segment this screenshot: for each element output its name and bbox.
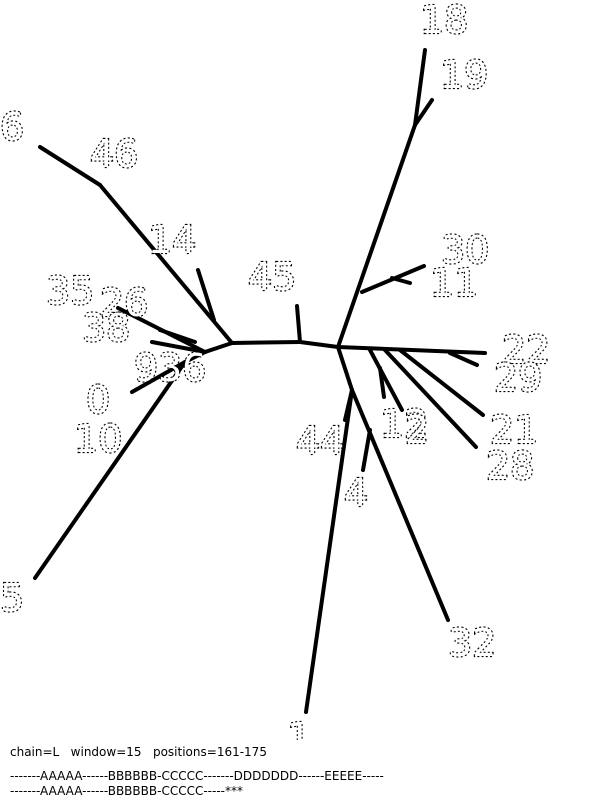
branch-internal	[203, 341, 234, 354]
leaf-label-14: 14	[148, 218, 196, 262]
leaf-label-35: 35	[46, 269, 94, 313]
leaf-label-22: 22	[502, 328, 550, 372]
branch-internal	[336, 345, 354, 392]
branch-45	[295, 304, 302, 344]
branch-internal	[183, 350, 207, 364]
leaf-label-36: 36	[158, 346, 206, 390]
branch-38	[150, 340, 207, 354]
branch-11	[390, 276, 412, 285]
branch-6	[38, 145, 102, 187]
branch-22	[336, 345, 487, 355]
phylogenetic-tree: 18 19 6 46 14 45 30 11 35 26 38 9 36 0 1…	[0, 0, 551, 740]
branch-0	[130, 360, 187, 394]
branch-32	[350, 388, 450, 622]
leaf-label-21: 21	[490, 408, 538, 452]
branch-internal	[298, 340, 340, 349]
leaf-label-11: 11	[430, 261, 478, 305]
branch-14	[196, 268, 216, 322]
branch-29	[448, 351, 479, 367]
branch-12	[368, 348, 404, 412]
branch-18	[413, 48, 427, 127]
leaf-label-19: 19	[440, 53, 488, 97]
branch-19	[413, 98, 434, 127]
leaf-label-28: 28	[486, 444, 534, 488]
leaf-label-10: 10	[74, 417, 122, 461]
leaf-label-6: 6	[0, 105, 24, 149]
leaf-label-2: 2	[405, 408, 429, 452]
branch-26	[158, 328, 197, 344]
leaf-label-12: 12	[380, 402, 428, 446]
leaf-label-44: 44	[296, 419, 344, 463]
branch-2	[378, 366, 386, 399]
leaf-label-45: 45	[248, 255, 296, 299]
branch-21	[398, 348, 485, 417]
window-parameters: chain=L window=15 positions=161-175	[10, 745, 267, 759]
leaf-label-0: 0	[86, 378, 110, 422]
secondary-structure-row-2: -------AAAAA------BBBBBB-CCCCC-----***	[10, 784, 243, 798]
branch-internal	[336, 123, 417, 349]
leaf-label-30: 30	[441, 228, 489, 272]
secondary-structure-row-1: -------AAAAA------BBBBBB-CCCCC-------DDD…	[10, 769, 384, 783]
leaf-label-18: 18	[420, 0, 468, 42]
branch-internal	[98, 183, 234, 345]
leaf-label-9: 9	[134, 346, 158, 390]
leaf-label-5: 5	[0, 576, 24, 620]
branch-28	[383, 348, 478, 449]
branch-44	[343, 388, 354, 422]
leaf-label-46: 46	[90, 132, 138, 176]
leaf-label-4: 4	[344, 471, 368, 515]
leaf-label-38: 38	[82, 306, 130, 350]
leaf-label-29: 29	[494, 356, 542, 400]
branch-4	[361, 428, 372, 472]
leaf-label-1: 1	[287, 715, 311, 740]
leaf-label-32: 32	[448, 621, 496, 665]
branch-internal	[230, 340, 302, 345]
branch-1	[304, 388, 354, 714]
branch-5	[33, 360, 187, 580]
leaf-label-26: 26	[100, 281, 148, 325]
